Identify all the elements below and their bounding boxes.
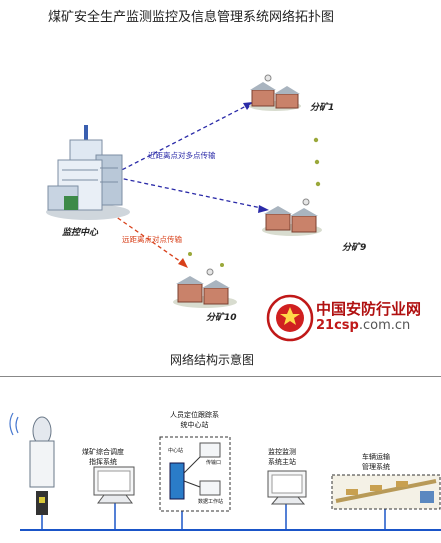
monitoring-computer-icon	[267, 470, 307, 505]
continuation-dot	[314, 159, 320, 165]
network-structure-caption: 网络结构示意图	[170, 353, 255, 367]
control-center-building-icon	[46, 125, 130, 220]
continuation-dot	[313, 137, 319, 143]
link-center-to-branch9	[109, 175, 267, 210]
positioning-system-label-line1: 人员定位跟踪系	[170, 411, 219, 419]
continuation-dot	[315, 181, 321, 187]
far-link-label: 远距离点对点传输	[122, 235, 182, 244]
continuation-dot	[188, 252, 192, 256]
watermark-url: 21csp.com.cn	[316, 318, 410, 333]
vehicle-transport-image	[331, 474, 441, 510]
watermark-url-suffix: .com.cn	[358, 318, 411, 333]
dispatch-system-label-line1: 煤矿综合调度	[82, 448, 124, 456]
monitoring-system-label: 监控监测 系统主站	[268, 447, 296, 467]
vehicle-system-label-line1: 车辆运输	[362, 453, 390, 461]
dispatch-system-label: 煤矿综合调度 指挥系统	[82, 447, 124, 467]
monitoring-system-label-line1: 监控监测	[268, 448, 296, 456]
branch-9-buildings-icon	[262, 198, 322, 236]
vehicle-system-label-line2: 管理系统	[362, 463, 390, 471]
positioning-system-label: 人员定位跟踪系 统中心站	[170, 410, 219, 430]
dispatch-system-label-line2: 指挥系统	[89, 458, 117, 466]
watermark-name: 中国安防行业网	[316, 300, 422, 318]
branch-1-buildings-icon	[249, 74, 301, 111]
transmission-port-small-label: 传输口	[206, 460, 222, 466]
positioning-station-box	[159, 436, 231, 512]
wireless-station-icon	[9, 412, 55, 515]
arrow-head-branch9	[258, 205, 269, 213]
watermark-seal-logo	[266, 294, 314, 342]
continuation-dot	[220, 263, 224, 267]
near-link-label: 近距离点对多点传输	[148, 151, 216, 160]
branch-10-label: 分矿10	[206, 313, 237, 323]
section-divider	[0, 376, 441, 377]
positioning-system-label-line2: 统中心站	[180, 421, 209, 429]
watermark-url-main: 21csp	[316, 318, 359, 333]
branch-9-label: 分矿9	[342, 243, 367, 253]
topology-diagram	[46, 74, 322, 342]
arrow-head-branch1	[243, 102, 253, 110]
vehicle-system-label: 车辆运输 管理系统	[362, 452, 390, 472]
diagram-title: 煤矿安全生产监测监控及信息管理系统网络拓扑图	[48, 10, 335, 25]
data-workstation-small-label: 数据工作站	[198, 499, 224, 505]
arrow-head-branch10	[178, 258, 188, 268]
link-center-to-branch1	[109, 103, 251, 177]
monitoring-system-label-line2: 系统主站	[268, 458, 296, 466]
branch-10-buildings-icon	[173, 268, 237, 308]
control-center-label: 监控中心	[62, 228, 99, 238]
link-center-to-branch10	[111, 213, 185, 265]
network-diagram	[9, 412, 441, 531]
dispatch-computer-icon	[93, 466, 135, 504]
branch-1-label: 分矿1	[310, 103, 335, 113]
center-station-small-label: 中心站	[168, 448, 184, 454]
